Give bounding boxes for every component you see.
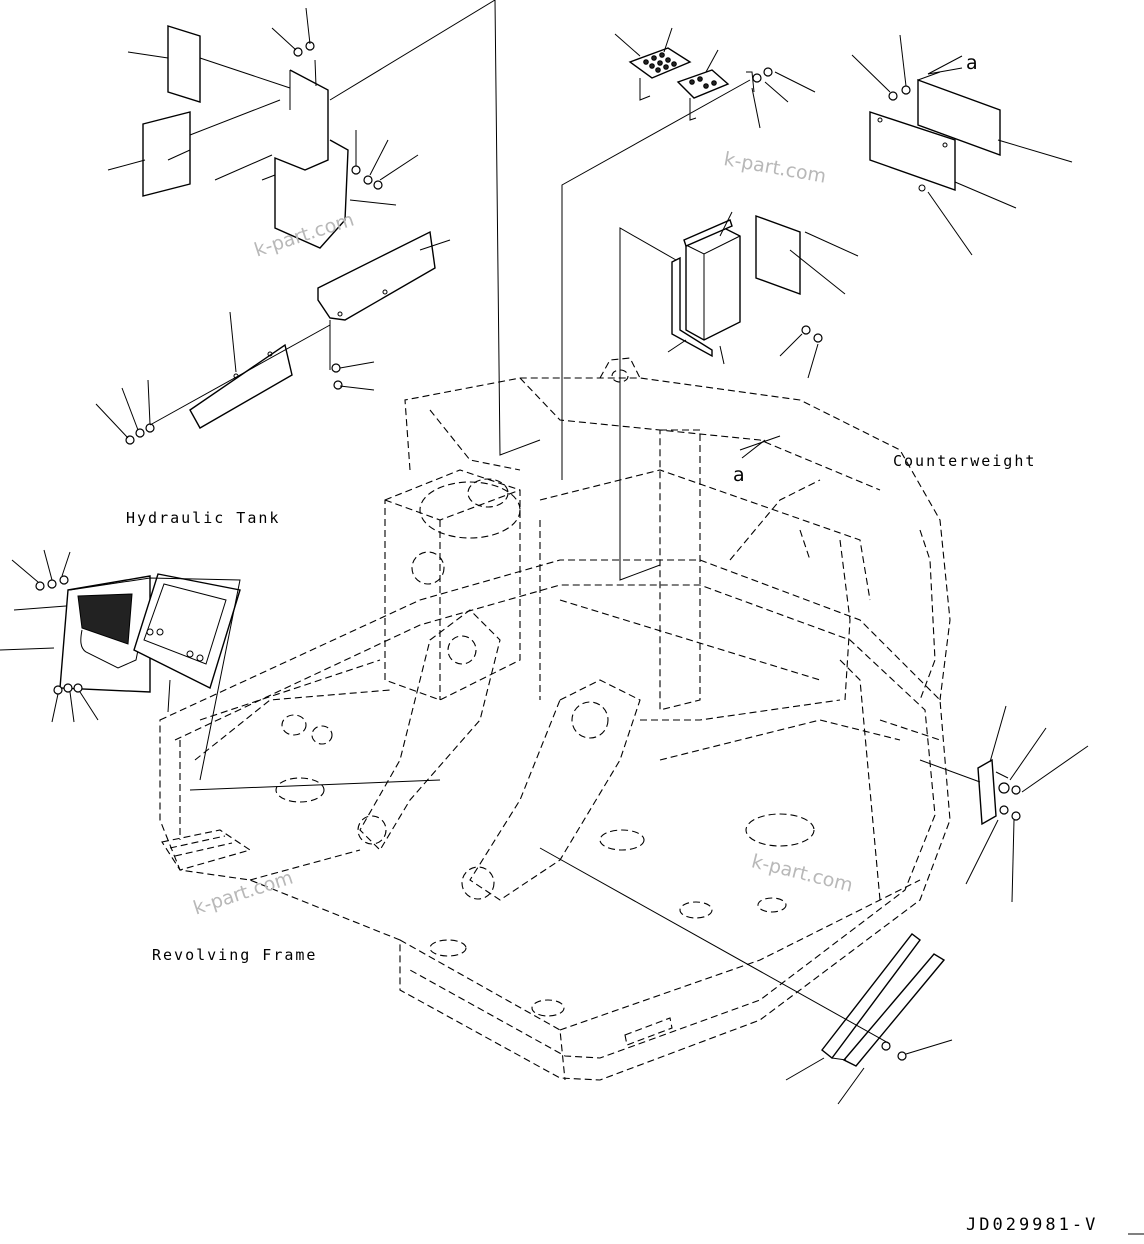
center-box-assembly	[619, 211, 859, 581]
right-bracket-assembly	[919, 705, 1089, 903]
bottom-cover-assembly	[539, 847, 953, 1105]
hydraulic-tank-label: Hydraulic Tank	[126, 509, 281, 527]
side-grille-cover-assembly	[0, 549, 441, 791]
tank-cover-assembly	[125, 0, 541, 456]
mark-a-top: a	[966, 52, 978, 74]
pad-bracket-assembly	[561, 27, 816, 480]
revolving-frame-label: Revolving Frame	[152, 946, 318, 964]
revolving-frame-outline	[159, 357, 951, 1081]
counterweight-label: Counterweight	[893, 452, 1037, 470]
mark-a-mid: a	[733, 464, 745, 486]
drawing-code: JD029981-V	[966, 1215, 1099, 1235]
counterweight-plate-assembly	[851, 34, 1073, 256]
leader-lines-top-left	[95, 7, 451, 439]
